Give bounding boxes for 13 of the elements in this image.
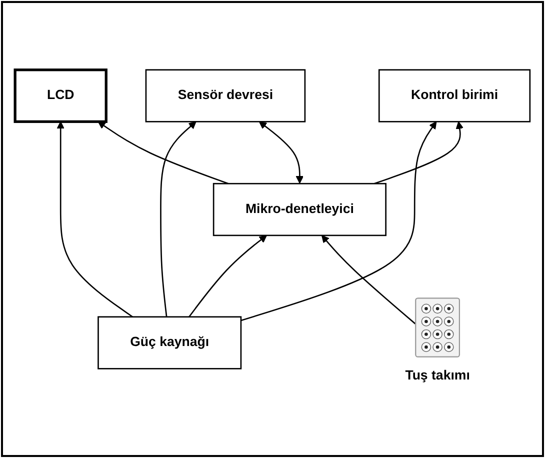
arrow bbox=[240, 121, 437, 322]
arrow bbox=[321, 235, 416, 324]
node-box: LCD bbox=[14, 68, 108, 123]
node-box: Kontrol birimi bbox=[378, 69, 531, 122]
arrow bbox=[188, 235, 267, 318]
arrow bbox=[98, 121, 229, 184]
node-box: Sensör devresi bbox=[145, 69, 306, 122]
arrow bbox=[56, 121, 134, 318]
node-box: Mikro-denetleyici bbox=[212, 182, 386, 236]
arrow bbox=[258, 121, 304, 184]
node-box: Güç kaynağı bbox=[98, 316, 242, 370]
arrow bbox=[160, 121, 196, 317]
arrow bbox=[374, 121, 464, 184]
